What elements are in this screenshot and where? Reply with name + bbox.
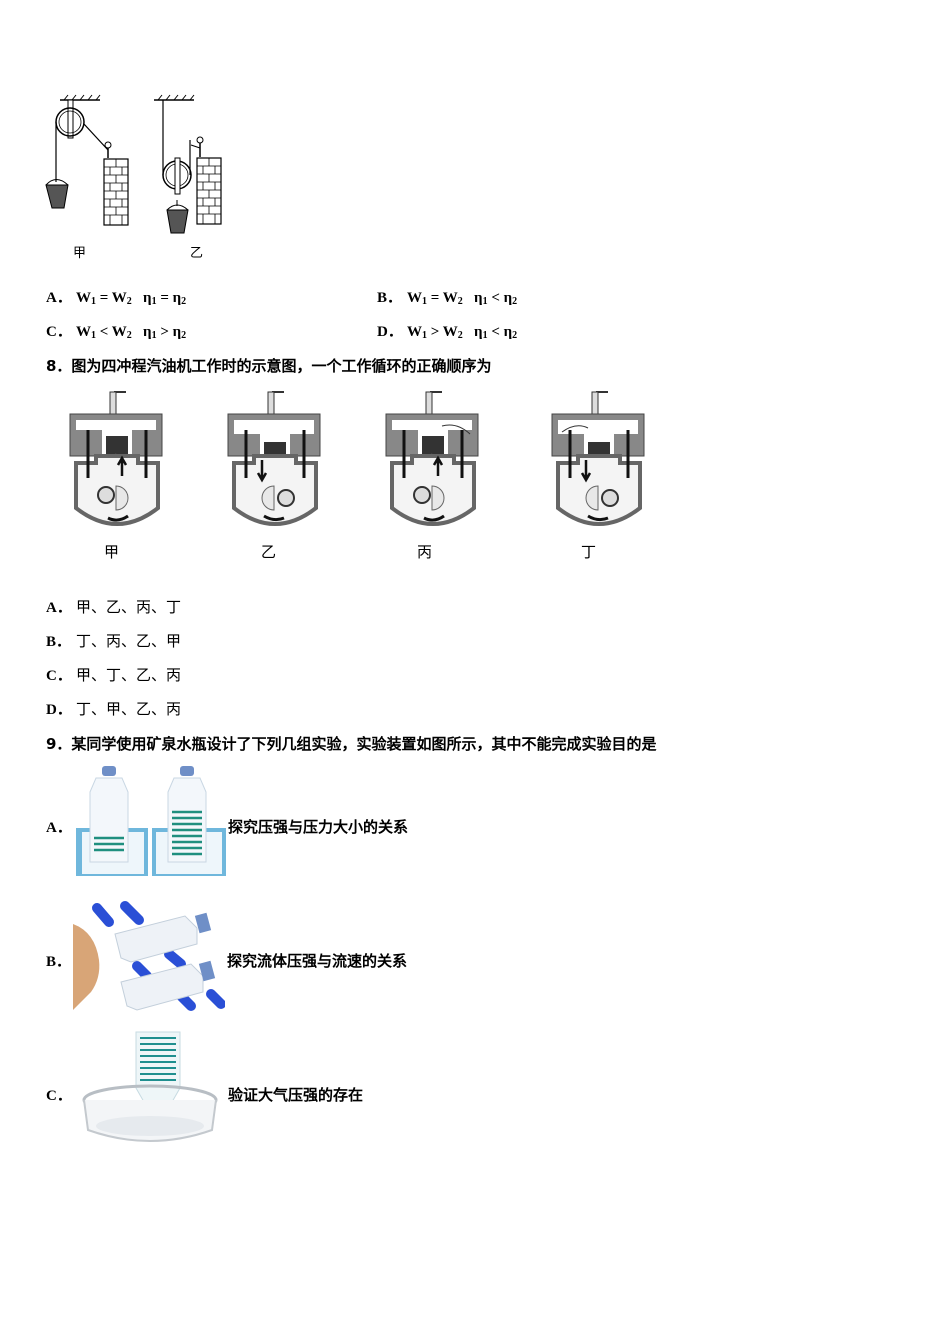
- option-label: B．: [46, 954, 72, 970]
- engine-caption-bing: 丙: [417, 543, 433, 561]
- question-9-stem: 9．某同学使用矿泉水瓶设计了下列几组实验，实验装置如图所示，其中不能完成实验目的…: [46, 735, 657, 753]
- blowing-between-bottles-image: [73, 896, 225, 1014]
- option-b[interactable]: B． 探究流体压强与流速的关系: [46, 896, 466, 1016]
- option-label: C．: [46, 1088, 72, 1104]
- option-c[interactable]: C． 验证大气压强的存在: [46, 1030, 466, 1150]
- option-label: B．: [46, 634, 72, 650]
- option-text: 丁、甲、乙、丙: [76, 700, 182, 718]
- inverted-bottle-in-dish-image: [74, 1030, 228, 1148]
- option-a[interactable]: A． 探究压强与压力大小的关系: [46, 762, 466, 882]
- engine-bing-illustration: [385, 391, 479, 526]
- option-c[interactable]: C．W1 < W2 η1 > η2: [46, 320, 186, 341]
- pulley-figure: 甲 乙: [40, 90, 240, 261]
- option-c[interactable]: C．甲、丁、乙、丙: [46, 664, 181, 685]
- engine-yi-illustration: [227, 391, 321, 526]
- option-text: 甲、丁、乙、丙: [76, 666, 182, 684]
- option-text: 验证大气压强的存在: [228, 1086, 364, 1104]
- figure-caption-yi: 乙: [190, 246, 204, 261]
- option-label: D．: [46, 702, 72, 718]
- engine-figure-row: 甲 乙 丙 丁: [60, 388, 660, 568]
- option-text: 丁、丙、乙、甲: [76, 632, 182, 650]
- option-a[interactable]: A．甲、乙、丙、丁: [46, 596, 181, 617]
- option-a[interactable]: A．W1 = W2 η1 = η2: [46, 286, 186, 307]
- engine-jia-illustration: [69, 391, 163, 526]
- option-d[interactable]: D．丁、甲、乙、丙: [46, 698, 181, 719]
- option-text: 探究压强与压力大小的关系: [228, 818, 409, 836]
- question-8-stem: 8．图为四冲程汽油机工作时的示意图，一个工作循环的正确顺序为: [46, 357, 492, 375]
- engine-caption-ding: 丁: [581, 543, 597, 561]
- option-b[interactable]: B．W1 = W2 η1 < η2: [377, 286, 517, 307]
- option-label: C．: [46, 668, 72, 684]
- figure-caption-jia: 甲: [73, 246, 87, 261]
- engine-ding-illustration: [551, 391, 645, 526]
- option-text: 探究流体压强与流速的关系: [227, 952, 408, 970]
- option-label: B．: [377, 290, 403, 306]
- option-label: A．: [46, 290, 72, 306]
- option-label: C．: [46, 324, 72, 340]
- option-d[interactable]: D．W1 > W2 η1 < η2: [377, 320, 517, 341]
- engine-caption-yi: 乙: [261, 543, 277, 561]
- bottles-on-sponge-image: [74, 762, 228, 880]
- option-text: 甲、乙、丙、丁: [76, 598, 182, 616]
- option-label: D．: [377, 324, 403, 340]
- option-b[interactable]: B．丁、丙、乙、甲: [46, 630, 181, 651]
- pulley-diagram-illustration: [45, 94, 222, 234]
- engine-caption-jia: 甲: [104, 543, 120, 561]
- option-label: A．: [46, 820, 72, 836]
- option-label: A．: [46, 600, 72, 616]
